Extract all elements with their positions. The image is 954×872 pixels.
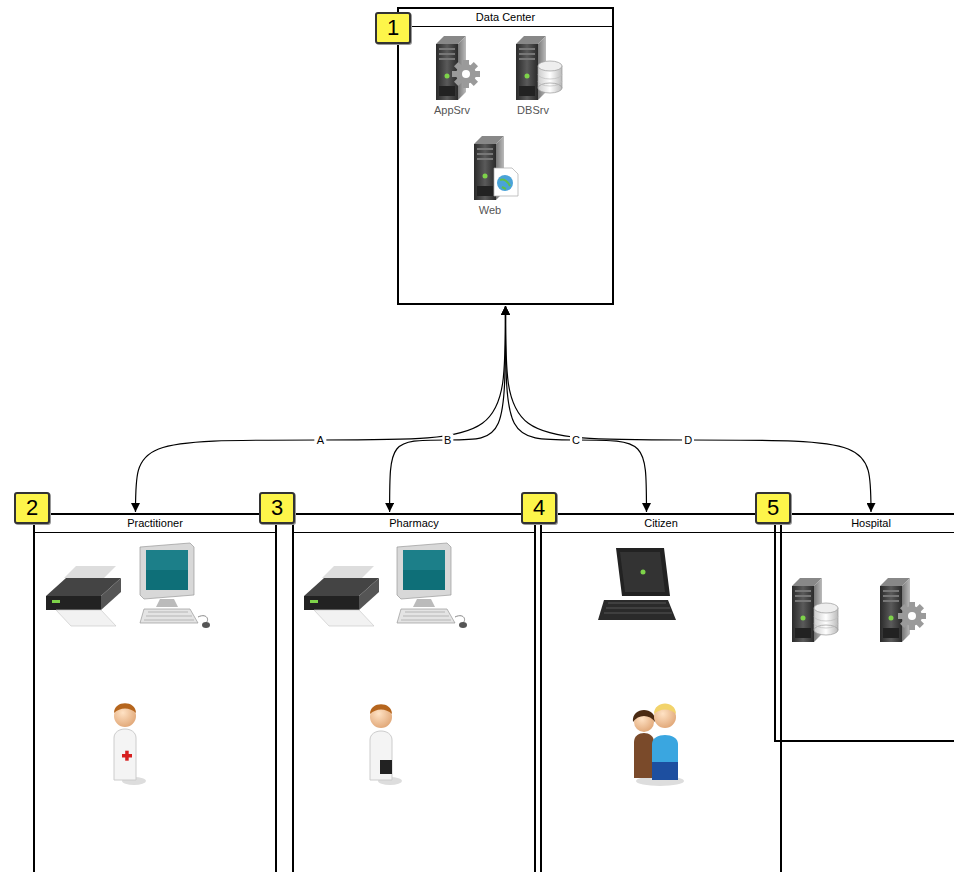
zone-title: Data Center [399,9,612,27]
computer-icon [140,543,210,628]
callout-number: 3 [259,492,295,524]
zone-title: Pharmacy [294,515,534,533]
pharmacist-figure [370,704,402,785]
zone-box: Pharmacy [292,513,536,872]
callout-number: 1 [375,12,411,44]
connector [506,306,872,512]
db-server-icon [516,36,562,100]
connector-label: C [570,434,582,446]
app-server-icon [880,578,926,642]
server-label: DBSrv [517,104,549,116]
printer-icon [304,566,379,626]
server-label: AppSrv [434,104,470,116]
zone-box: Hospital [774,513,954,742]
citizens-figure [633,704,684,787]
laptop-icon [598,548,676,620]
connector [390,306,506,512]
connector-label: A [315,434,326,446]
zone-box: Citizen [540,513,782,872]
connector-label: D [682,434,694,446]
callout-number: 4 [521,492,557,524]
connector [506,306,647,512]
web-server-icon [474,136,518,200]
zone-title: Practitioner [35,515,275,533]
callout-number: 2 [14,492,50,524]
db-server-icon [792,578,838,642]
printer-icon [46,566,121,626]
zone-title: Citizen [542,515,780,533]
zone-title: Hospital [776,515,954,533]
server-label: Web [479,204,501,216]
callout-number: 5 [755,492,791,524]
doctor-figure [114,703,146,785]
zone-box: Data Center [397,7,614,305]
connector-label: B [442,434,453,446]
computer-icon [397,543,467,628]
app-server-icon [436,36,480,100]
connector [135,306,505,512]
zone-box: Practitioner [33,513,277,872]
